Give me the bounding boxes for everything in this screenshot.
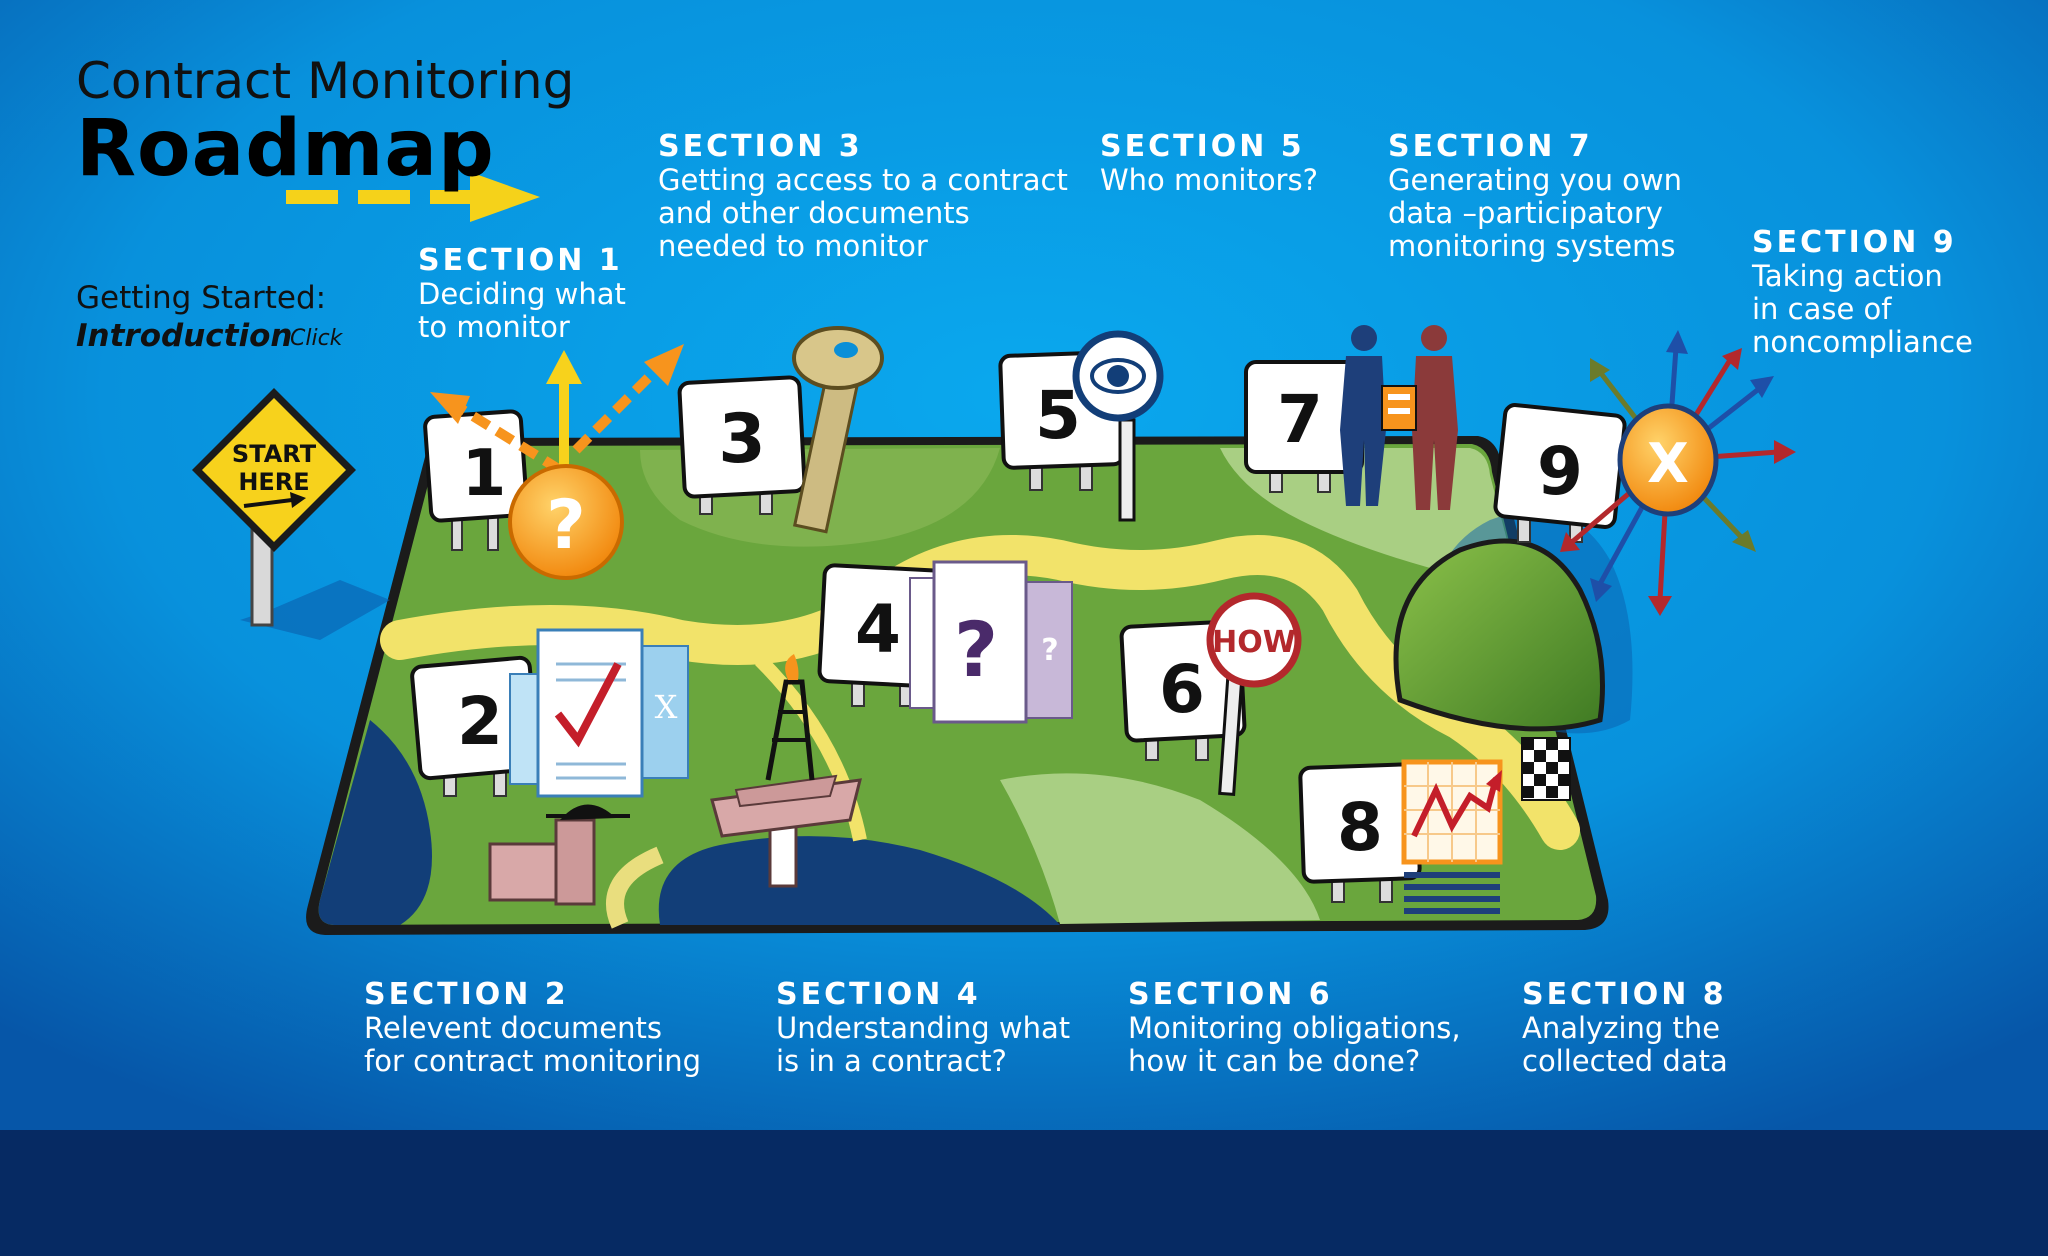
- getting-started-label: Getting Started:: [76, 280, 327, 316]
- section-1-description: Deciding what to monitor: [418, 277, 626, 344]
- people-icon: [1340, 325, 1458, 510]
- question-icon: ?: [546, 486, 585, 565]
- section-1-marker[interactable]: 1 ?: [423, 344, 684, 580]
- section-9-title: SECTION 9: [1752, 225, 1957, 260]
- section-3-number: 3: [718, 400, 765, 479]
- documents-icon: X: [509, 628, 689, 798]
- section-8-caption[interactable]: SECTION 8 Analyzing the collected data: [1522, 978, 1728, 1078]
- section-5-number: 5: [1035, 377, 1081, 454]
- section-2-title: SECTION 2: [364, 977, 569, 1012]
- action-burst-icon: X: [1560, 330, 1796, 616]
- svg-text:?: ?: [1041, 633, 1058, 668]
- action-x-icon: X: [1647, 432, 1689, 495]
- section-6-marker[interactable]: 6 HOW: [1119, 592, 1302, 796]
- section-7-marker[interactable]: 7: [1244, 325, 1458, 510]
- section-6-title: SECTION 6: [1128, 977, 1333, 1012]
- hill: [1393, 538, 1605, 732]
- doc-x-icon: X: [655, 688, 678, 726]
- start-sign-line2: HERE: [238, 468, 309, 496]
- how-magnifier-icon: HOW: [1206, 592, 1302, 796]
- question-documents-icon: ? ?: [909, 560, 1073, 724]
- section-4-marker[interactable]: 4 ? ?: [817, 560, 1073, 724]
- section-7-description: Generating you own data –participatory m…: [1388, 163, 1683, 263]
- section-9-number: 9: [1537, 433, 1583, 510]
- section-2-description: Relevent documents for contract monitori…: [364, 1011, 702, 1078]
- start-here-sign[interactable]: START HERE: [192, 388, 390, 640]
- mine-icon: [488, 804, 630, 906]
- title-arrow: [286, 172, 540, 222]
- section-7-caption[interactable]: SECTION 7 Generating you own data –parti…: [1388, 130, 1682, 263]
- introduction-click-hint[interactable]: Click: [290, 326, 343, 351]
- growth-chart-icon: [1401, 759, 1503, 914]
- section-3-caption[interactable]: SECTION 3 Getting access to a contract a…: [658, 130, 1068, 263]
- section-4-title: SECTION 4: [776, 977, 981, 1012]
- section-8-marker[interactable]: 8: [1298, 759, 1503, 914]
- section-6-number: 6: [1159, 651, 1205, 728]
- section-4-caption[interactable]: SECTION 4 Understanding what is in a con…: [776, 978, 1070, 1078]
- section-5-caption[interactable]: SECTION 5 Who monitors?: [1100, 130, 1318, 197]
- section-2-marker[interactable]: 2 X: [410, 628, 689, 906]
- section-4-description: Understanding what is in a contract?: [776, 1011, 1071, 1078]
- svg-text:?: ?: [954, 605, 998, 694]
- section-1-number: 1: [462, 437, 507, 511]
- section-1-caption[interactable]: SECTION 1 Deciding what to monitor: [418, 244, 626, 344]
- section-8-description: Analyzing the collected data: [1522, 1011, 1728, 1078]
- page-title-line2: Roadmap: [76, 104, 495, 194]
- section-5-title: SECTION 5: [1100, 129, 1305, 164]
- section-9-description: Taking action in case of noncompliance: [1752, 259, 1973, 359]
- start-sign-line1: START: [232, 440, 317, 468]
- checkered-flag: [1521, 737, 1571, 801]
- section-5-marker[interactable]: 5: [998, 330, 1164, 522]
- introduction-link[interactable]: Introduction: [76, 318, 293, 354]
- section-5-description: Who monitors?: [1100, 163, 1318, 197]
- section-8-title: SECTION 8: [1522, 977, 1727, 1012]
- section-6-caption[interactable]: SECTION 6 Monitoring obligations, how it…: [1128, 978, 1461, 1078]
- section-4-number: 4: [855, 591, 901, 668]
- section-2-caption[interactable]: SECTION 2 Relevent documents for contrac…: [364, 978, 701, 1078]
- footer-bar: [0, 1130, 2048, 1256]
- section-6-description: Monitoring obligations, how it can be do…: [1128, 1011, 1461, 1078]
- page-title-line1: Contract Monitoring: [76, 52, 575, 110]
- section-7-title: SECTION 7: [1388, 129, 1593, 164]
- section-9-caption[interactable]: SECTION 9 Taking action in case of nonco…: [1752, 226, 1973, 359]
- section-2-number: 2: [457, 683, 503, 760]
- section-3-title: SECTION 3: [658, 129, 863, 164]
- oil-derrick-icon: [710, 654, 862, 888]
- how-sign-text: HOW: [1212, 625, 1296, 660]
- section-3-marker[interactable]: 3: [677, 326, 884, 534]
- section-8-number: 8: [1337, 789, 1383, 866]
- section-9-marker[interactable]: 9 X: [1493, 330, 1796, 616]
- section-7-number: 7: [1277, 381, 1323, 458]
- section-3-description: Getting access to a contract and other d…: [658, 163, 1068, 263]
- key-icon: [792, 326, 884, 534]
- section-1-title: SECTION 1: [418, 243, 623, 278]
- eye-magnifier-icon: [1072, 330, 1164, 522]
